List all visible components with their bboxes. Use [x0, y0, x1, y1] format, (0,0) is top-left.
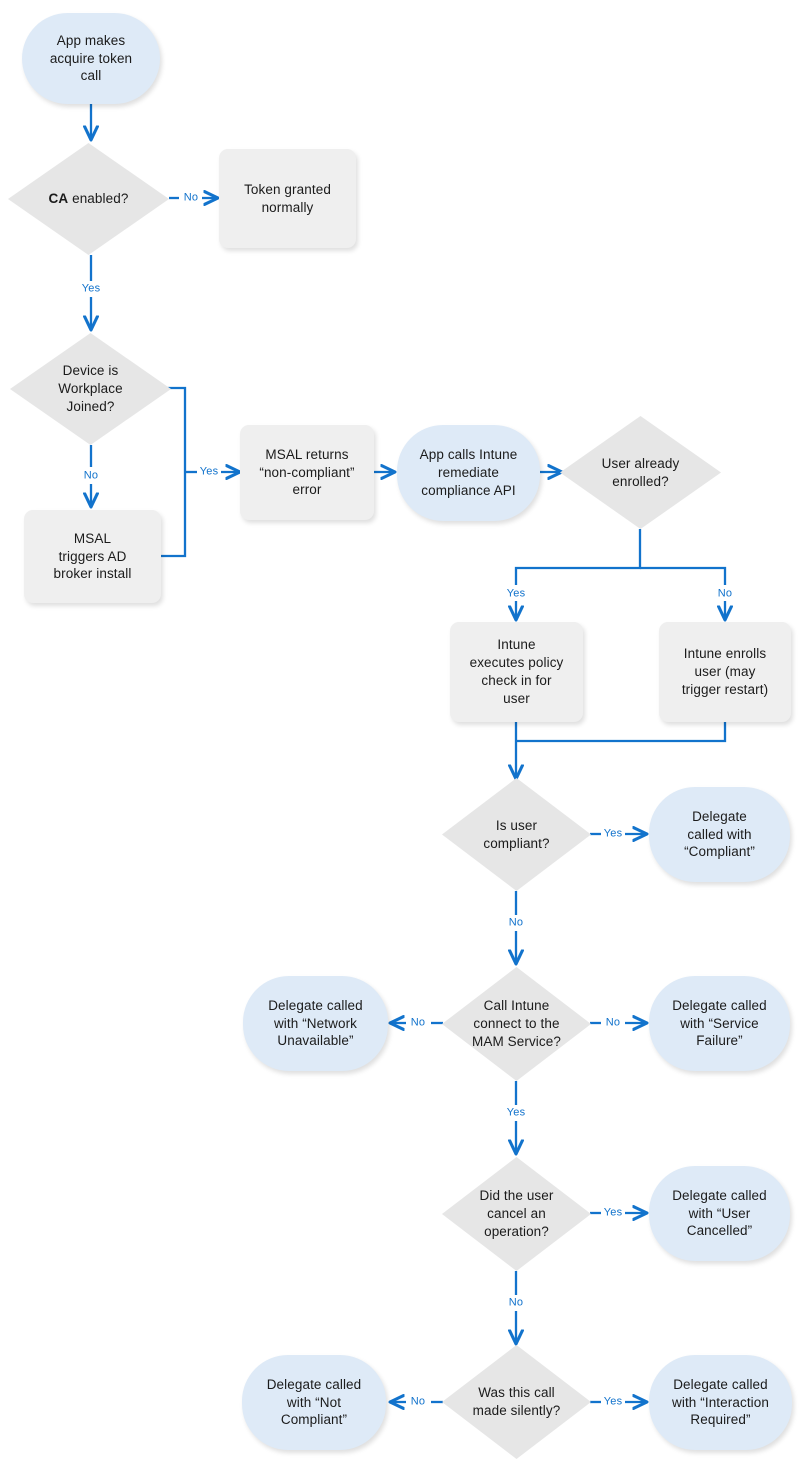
node-app-calls-intune-api[interactable]: App calls Intune remediate compliance AP… — [397, 425, 540, 521]
node-delegate-compliant[interactable]: Delegate called with “Compliant” — [649, 787, 790, 882]
node-was-call-made-silently[interactable]: Was this call made silently? — [442, 1345, 591, 1459]
edge-label-enrolled-yes: Yes — [505, 587, 527, 600]
edge-label-cancel-yes: Yes — [602, 1206, 624, 1219]
edge-label-wpj-no: No — [82, 469, 100, 482]
edge-label-ca-no: No — [182, 191, 200, 204]
node-delegate-user-cancelled[interactable]: Delegate called with “User Cancelled” — [649, 1166, 790, 1261]
node-label: Token granted normally — [244, 181, 331, 215]
node-label: User already enrolled? — [601, 455, 680, 489]
node-label: Device is Workplace Joined? — [58, 363, 123, 414]
node-label: Delegate called with “Interaction Requir… — [672, 1376, 769, 1428]
node-label: Delegate called with “Network Unavailabl… — [268, 997, 363, 1049]
node-intune-enrolls-user[interactable]: Intune enrolls user (may trigger restart… — [659, 622, 791, 722]
node-label: Is user compliant? — [483, 817, 550, 851]
node-delegate-service-failure[interactable]: Delegate called with “Service Failure” — [649, 976, 790, 1071]
node-label: CA enabled? — [49, 190, 129, 208]
node-label: Delegate called with “Not Compliant” — [266, 1376, 362, 1428]
edge-label-compliant-yes: Yes — [602, 827, 624, 840]
edge-label-wpj-yes: Yes — [198, 465, 220, 478]
node-delegate-not-compliant[interactable]: Delegate called with “Not Compliant” — [242, 1355, 386, 1450]
node-msal-broker-install[interactable]: MSAL triggers AD broker install — [24, 510, 161, 603]
node-user-already-enrolled[interactable]: User already enrolled? — [560, 416, 721, 529]
node-label: App calls Intune remediate compliance AP… — [419, 447, 518, 498]
node-label-rest: enabled? — [68, 191, 129, 207]
node-label: Did the user cancel an operation? — [479, 1188, 554, 1239]
edge-label-silent-yes: Yes — [602, 1395, 624, 1408]
edge-label-cancel-no: No — [507, 1296, 525, 1309]
edge-label-mam-no-left: No — [409, 1016, 427, 1029]
node-msal-returns-noncompliant[interactable]: MSAL returns “non-compliant” error — [240, 425, 374, 520]
edge-label-silent-no: No — [409, 1395, 427, 1408]
edge-label-ca-yes: Yes — [80, 282, 102, 295]
node-did-user-cancel[interactable]: Did the user cancel an operation? — [442, 1157, 591, 1271]
node-call-mam-service[interactable]: Call Intune connect to the MAM Service? — [442, 967, 591, 1081]
node-delegate-interaction-required[interactable]: Delegate called with “Interaction Requir… — [649, 1355, 792, 1450]
edge-label-mam-yes: Yes — [505, 1106, 527, 1119]
node-device-workplace-joined[interactable]: Device is Workplace Joined? — [10, 333, 171, 445]
node-label: App makes acquire token call — [49, 32, 133, 84]
node-label: MSAL returns “non-compliant” error — [259, 446, 355, 498]
node-label: Delegate called with “Compliant” — [684, 808, 755, 860]
node-label-emphasis: CA — [48, 191, 69, 207]
node-label: Intune enrolls user (may trigger restart… — [681, 646, 769, 697]
node-delegate-network-unavailable[interactable]: Delegate called with “Network Unavailabl… — [243, 976, 388, 1071]
node-is-user-compliant[interactable]: Is user compliant? — [442, 778, 591, 891]
node-ca-enabled[interactable]: CA enabled? — [8, 143, 169, 255]
node-label: Delegate called with “Service Failure” — [672, 997, 767, 1049]
node-label: Was this call made silently? — [472, 1385, 561, 1418]
edge-label-enrolled-no: No — [716, 587, 734, 600]
node-intune-policy-check-in[interactable]: Intune executes policy check in for user — [450, 622, 583, 722]
node-label: Delegate called with “User Cancelled” — [672, 1187, 767, 1239]
node-label: MSAL triggers AD broker install — [53, 530, 132, 582]
node-token-granted[interactable]: Token granted normally — [219, 149, 356, 248]
node-app-acquire-token[interactable]: App makes acquire token call — [22, 13, 160, 104]
node-label: Intune executes policy check in for user — [469, 637, 564, 706]
edge-label-compliant-no: No — [507, 916, 525, 929]
edge-label-mam-no-right: No — [604, 1016, 622, 1029]
node-label: Call Intune connect to the MAM Service? — [472, 998, 561, 1049]
